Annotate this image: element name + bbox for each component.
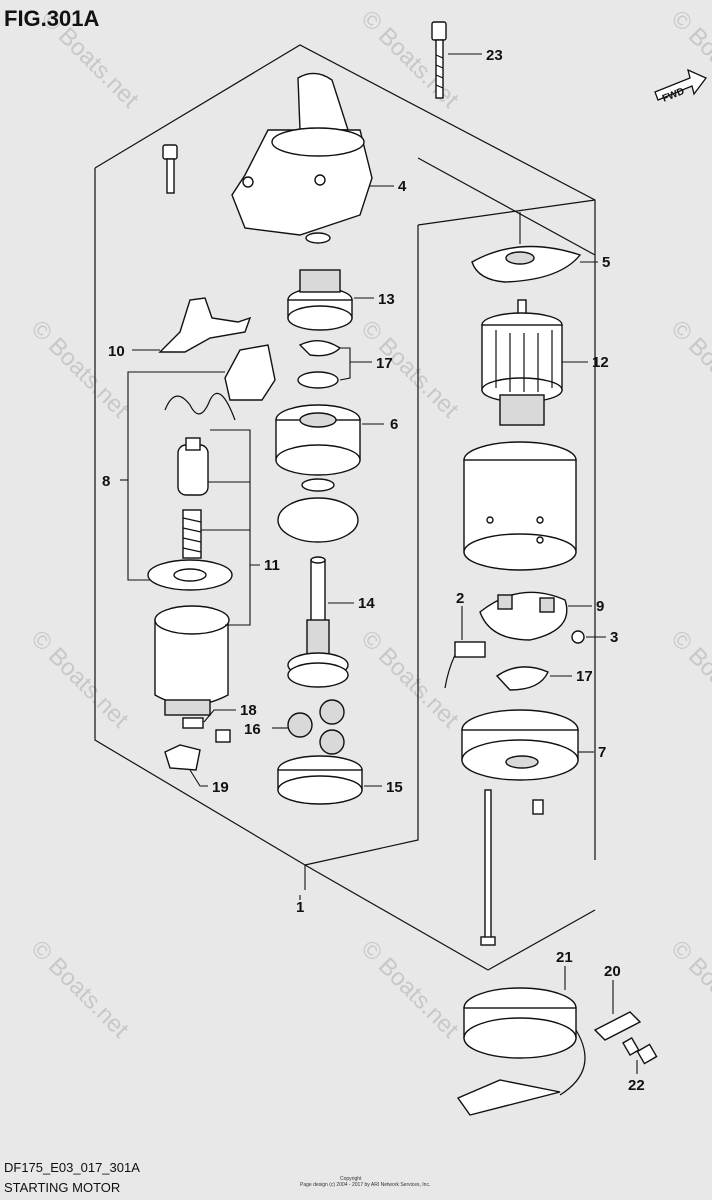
callout-16: 16 xyxy=(244,721,261,738)
watermark: © Boats.net xyxy=(356,625,464,733)
ring-gear-15 xyxy=(277,755,363,805)
circlip-17-upper xyxy=(297,340,342,389)
callout-21: 21 xyxy=(556,949,573,966)
terminal-18 xyxy=(182,717,231,743)
bracket-20 xyxy=(593,1011,642,1041)
callout-6: 6 xyxy=(390,416,398,433)
callout-15: 15 xyxy=(386,779,403,796)
assembly-outline xyxy=(94,44,596,971)
callout-17-a: 17 xyxy=(376,355,393,372)
yoke xyxy=(463,441,577,571)
callout-1: 1 xyxy=(296,899,304,916)
pinion-13 xyxy=(287,269,353,331)
callout-23: 23 xyxy=(486,47,503,64)
copyright-line2: Page design (c) 2004 - 2017 by ARI Netwo… xyxy=(300,1182,430,1188)
callout-5: 5 xyxy=(602,254,610,271)
o-ring xyxy=(305,232,331,244)
band-21 xyxy=(456,987,586,1116)
clamp-19 xyxy=(164,744,201,771)
bolt-22 xyxy=(622,1036,658,1065)
callout-11: 11 xyxy=(264,557,280,574)
callout-9: 9 xyxy=(596,598,604,615)
watermark: © Boats.net xyxy=(356,935,464,1043)
planetary-gears-16 xyxy=(287,699,345,755)
watermark: © Boats.net xyxy=(666,625,712,733)
watermark: © Boats.net xyxy=(26,935,134,1043)
bolt-23 xyxy=(431,21,447,99)
callout-17-b: 17 xyxy=(576,668,593,685)
fwd-arrow-icon: FWD xyxy=(654,68,708,105)
housing-4 xyxy=(231,72,373,236)
figure-title: FIG.301A xyxy=(4,6,99,31)
through-bolt-head xyxy=(480,936,496,946)
callout-7: 7 xyxy=(598,744,606,761)
nut-3 xyxy=(571,630,585,644)
armature-12 xyxy=(481,299,563,426)
callout-19: 19 xyxy=(212,779,229,796)
watermark: © Boats.net xyxy=(666,315,712,423)
end-cover-7 xyxy=(461,709,579,781)
brush-holder-9 xyxy=(479,591,568,641)
figure-code: DF175_E03_017_301A xyxy=(4,1160,140,1175)
callout-2: 2 xyxy=(456,590,464,607)
bolt-upper-left xyxy=(162,144,178,194)
callout-20: 20 xyxy=(604,963,621,980)
plate-5 xyxy=(471,245,582,283)
o-ring-2 xyxy=(301,478,335,492)
watermark: © Boats.net xyxy=(356,5,464,113)
watermark: © Boats.net xyxy=(26,625,134,733)
callout-18: 18 xyxy=(240,702,257,719)
section-title: STARTING MOTOR xyxy=(4,1180,120,1195)
copyright-line1: Copyright xyxy=(340,1176,362,1182)
solenoid-parts-8 xyxy=(164,344,276,559)
plate-17-lower xyxy=(495,666,549,691)
callout-labels: 1 2 3 4 5 6 7 8 9 10 11 12 13 14 15 16 1… xyxy=(102,47,645,1094)
callout-8: 8 xyxy=(102,473,110,490)
shaft-14 xyxy=(287,556,349,688)
callout-13: 13 xyxy=(378,291,395,308)
callout-22: 22 xyxy=(628,1077,645,1094)
watermark: © Boats.net xyxy=(666,935,712,1043)
watermark: © Boats.net xyxy=(356,315,464,423)
screw xyxy=(532,799,544,815)
through-bolt xyxy=(484,789,492,941)
solenoid-11 xyxy=(147,559,233,716)
callout-10: 10 xyxy=(108,343,125,360)
gasket xyxy=(277,497,359,543)
callout-14: 14 xyxy=(358,595,375,612)
lever-10 xyxy=(158,297,252,353)
watermark: © Boats.net xyxy=(26,315,134,423)
callout-4: 4 xyxy=(398,178,407,195)
callout-3: 3 xyxy=(610,629,618,646)
callout-12: 12 xyxy=(592,354,609,371)
gear-housing-6 xyxy=(275,404,361,476)
watermarks: © Boats.net © Boats.net © Boats.net © Bo… xyxy=(26,5,712,1043)
lead-wire-2 xyxy=(444,641,486,689)
